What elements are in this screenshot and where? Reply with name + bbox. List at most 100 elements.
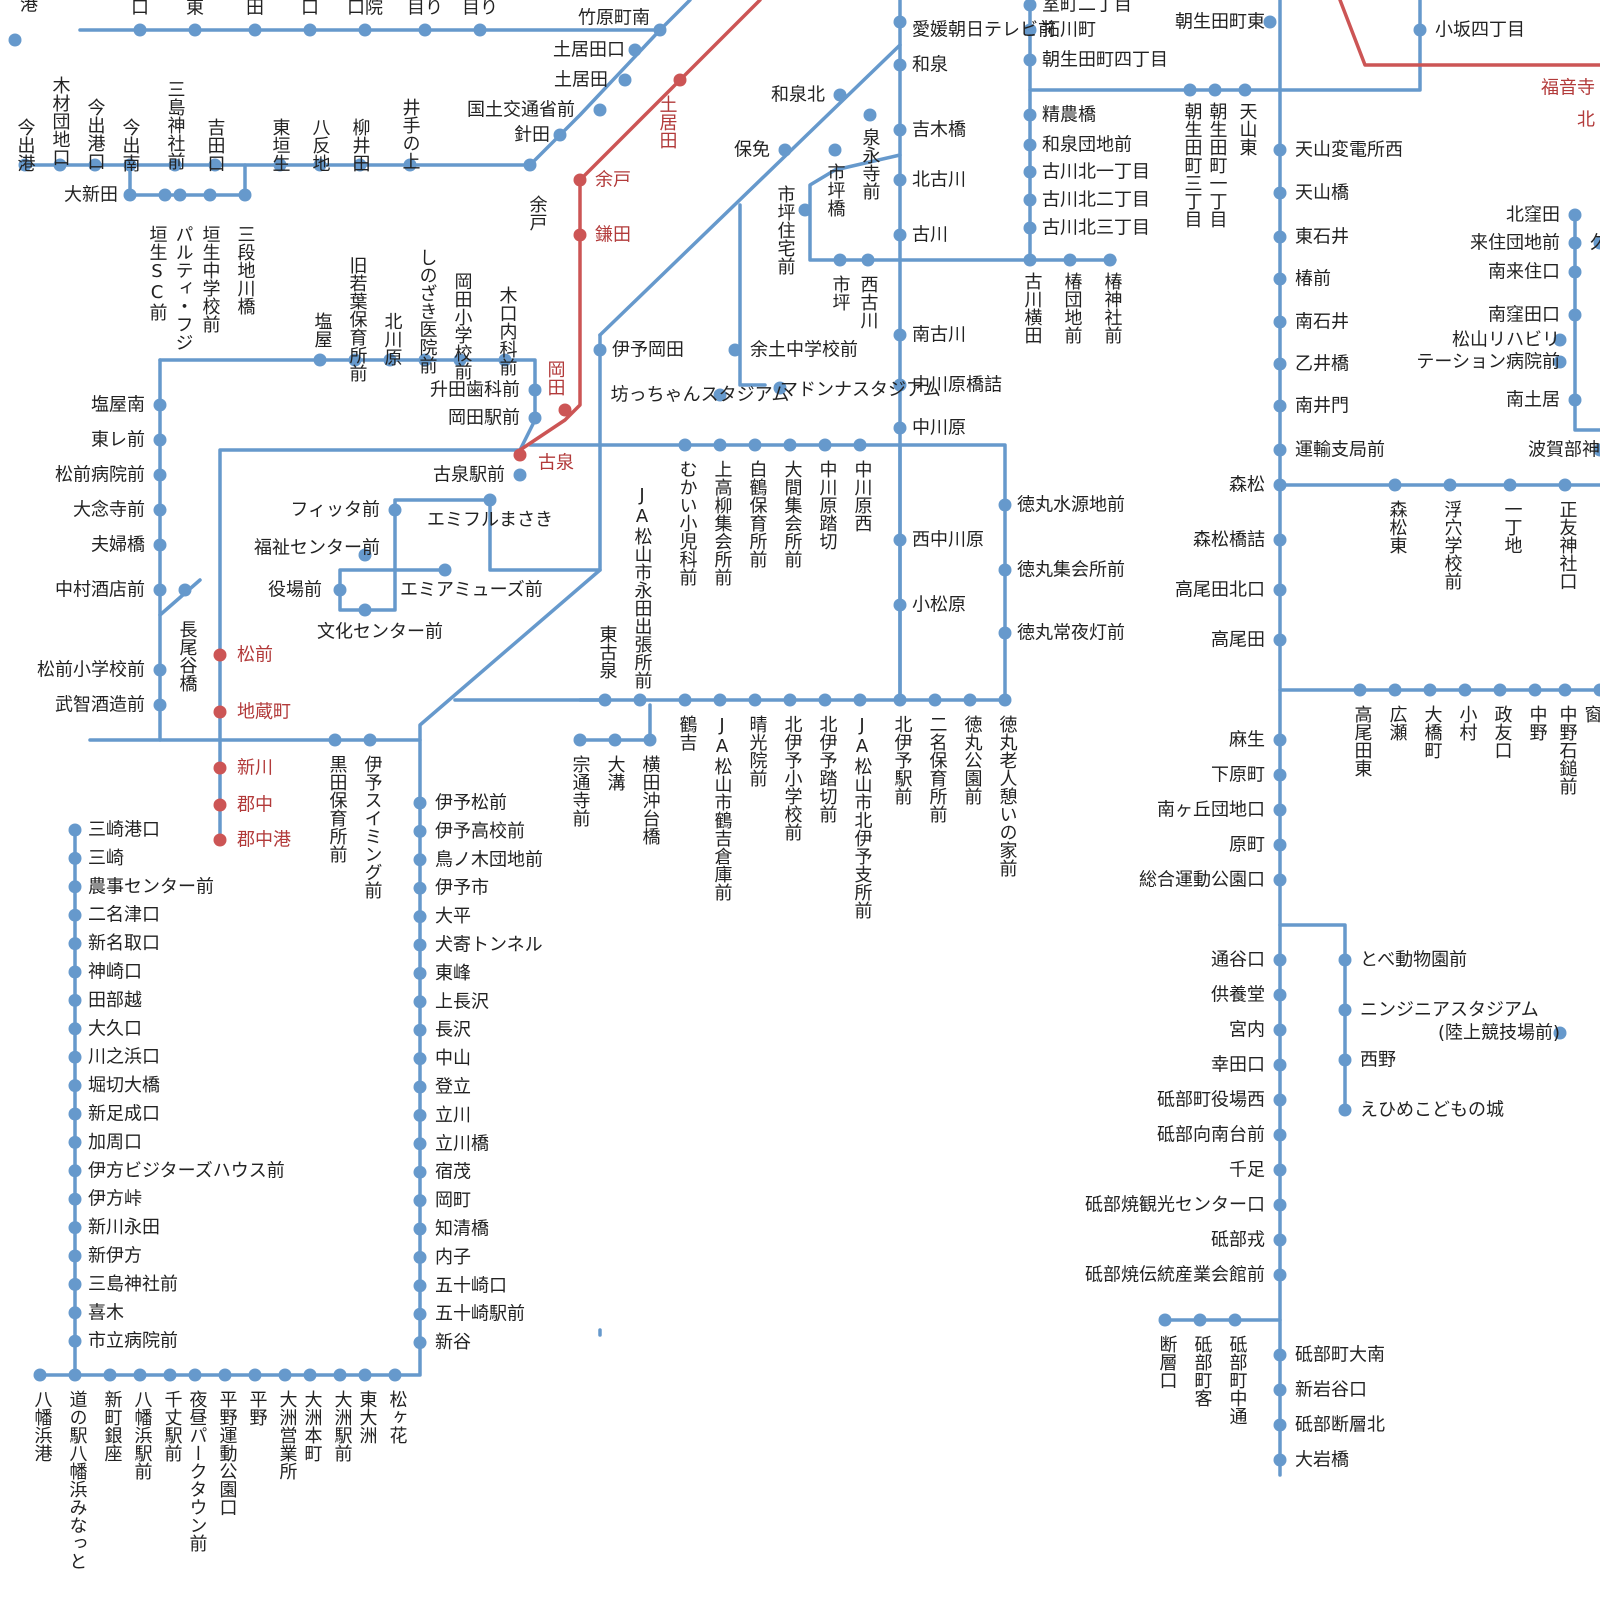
bus-stop-dot: [1338, 1003, 1352, 1017]
bus-route-line: [598, 43, 902, 337]
bus-stop-label: 大念寺前: [73, 499, 145, 521]
bus-stop-label: フィッタ前: [290, 500, 380, 521]
bus-stop-dot: [1568, 393, 1582, 407]
bus-stop-label: 北伊予踏切前: [817, 715, 838, 823]
bus-stop-label: 神崎口: [88, 962, 142, 983]
bus-stop-dot: [1273, 1418, 1287, 1432]
bus-stop-label: 井手の上: [400, 98, 421, 170]
bus-stop-dot: [303, 1368, 317, 1382]
bus-stop-label: 正友神社口: [1557, 500, 1578, 590]
bus-stop-label: 岡町: [435, 1190, 471, 1211]
bus-stop-label: 麻生: [1229, 730, 1265, 751]
bus-route-line: [418, 568, 602, 742]
bus-stop-label: 大間集会所前: [782, 460, 803, 568]
bus-stop-dot: [418, 23, 432, 37]
bus-stop-dot: [798, 203, 812, 217]
bus-stop-dot: [1023, 221, 1037, 235]
bus-stop-label: 五十崎口: [435, 1275, 507, 1296]
bus-stop-label: 精農橋: [1042, 105, 1096, 126]
bus-stop-dot: [893, 58, 907, 72]
bus-stop-label: 原町: [1229, 835, 1265, 856]
bus-stop-dot: [963, 693, 977, 707]
bus-stop-dot: [513, 468, 527, 482]
bus-stop-dot: [68, 1221, 82, 1235]
bus-stop-dot: [678, 693, 692, 707]
bus-stop-label: 今出南: [120, 118, 141, 172]
bus-stop-dot: [1158, 1313, 1172, 1327]
bus-stop-dot: [1208, 83, 1222, 97]
bus-stop-label: 鶴吉: [677, 715, 698, 751]
bus-stop-label: 朝生田町東: [1175, 12, 1265, 33]
bus-stop-label: 東峰: [435, 963, 471, 984]
bus-stop-label: 垣生SC前: [147, 225, 168, 321]
bus-stop-dot: [68, 1164, 82, 1178]
bus-stop-label: 大洲本町: [302, 1390, 323, 1462]
bus-stop-dot: [438, 563, 452, 577]
bus-stop-dot: [1273, 873, 1287, 887]
bus-stop-label: 田: [246, 0, 264, 19]
bus-stop-dot: [1273, 1128, 1287, 1142]
bus-stop-dot: [123, 158, 137, 172]
bus-stop-label: 三崎港口: [88, 820, 160, 841]
bus-stop-label: 上高柳集会所前: [712, 460, 733, 586]
bus-stop-dot: [893, 533, 907, 547]
bus-stop-dot: [153, 398, 167, 412]
bus-stop-dot: [1443, 478, 1457, 492]
bus-stop-dot: [893, 228, 907, 242]
bus-stop-dot: [1063, 253, 1077, 267]
bus-stop-dot: [1273, 1383, 1287, 1397]
bus-route-line: [338, 333, 602, 612]
bus-stop-dot: [1273, 953, 1287, 967]
bus-stop-dot: [1273, 1453, 1287, 1467]
bus-stop-label: 新伊方: [88, 1246, 142, 1267]
bus-stop-label: 大岩橋: [1295, 1450, 1349, 1471]
bus-stop-label: テーション病院前: [1416, 352, 1560, 373]
bus-stop-label: 加周口: [88, 1132, 142, 1153]
bus-stop-dot: [248, 1368, 262, 1382]
bus-stop-dot: [358, 23, 372, 37]
bus-stop-label: 八幡浜港: [32, 1390, 53, 1462]
bus-stop-dot: [153, 538, 167, 552]
bus-stop-label: 北窪田: [1506, 205, 1560, 226]
bus-stop-label: 古川北一丁目: [1042, 162, 1150, 183]
bus-stop-dot: [893, 598, 907, 612]
bus-stop-label: 文化センター前: [317, 622, 443, 643]
rail-station-dot: [213, 798, 227, 812]
bus-stop-label: 上長沢: [435, 991, 489, 1012]
bus-stop-dot: [68, 937, 82, 951]
bus-stop-label: 柳井田: [350, 118, 371, 172]
bus-stop-label: 東レ前: [91, 430, 145, 451]
bus-stop-dot: [413, 966, 427, 980]
bus-stop-dot: [618, 73, 632, 87]
bus-stop-label: 長沢: [435, 1020, 471, 1041]
bus-stop-label: 喜木: [88, 1302, 124, 1323]
bus-stop-dot: [1273, 583, 1287, 597]
bus-stop-dot: [748, 438, 762, 452]
bus-stop-dot: [998, 626, 1012, 640]
bus-stop-label: 市立病院前: [88, 1331, 178, 1352]
bus-stop-dot: [608, 733, 622, 747]
bus-stop-label: 二名津口: [88, 905, 160, 926]
bus-stop-dot: [68, 823, 82, 837]
bus-stop-label: 砥部町客: [1192, 1335, 1213, 1407]
bus-stop-label: 砥部焼伝統産業会館前: [1085, 1265, 1265, 1286]
bus-stop-dot: [68, 965, 82, 979]
bus-stop-dot: [418, 353, 432, 367]
rail-line-label: 福音寺: [1541, 78, 1595, 99]
rail-route-line: [518, 0, 762, 452]
bus-stop-dot: [68, 851, 82, 865]
bus-stop-dot: [1273, 478, 1287, 492]
bus-stop-label: 古川北二丁目: [1042, 190, 1150, 211]
bus-stop-label: JA松山市北伊予支所前: [852, 715, 873, 919]
bus-stop-dot: [133, 23, 147, 37]
bus-stop-label: 堀切大橋: [88, 1075, 160, 1096]
bus-stop-label: 西中川原: [912, 530, 984, 551]
bus-stop-label: 久: [1590, 233, 1600, 254]
bus-stop-label: 千丈駅前: [162, 1390, 183, 1462]
bus-stop-dot: [1413, 23, 1427, 37]
rail-station-label: 郡中港: [237, 830, 291, 851]
bus-stop-label: 椿団地前: [1062, 272, 1083, 344]
bus-stop-label: 岡田駅前: [448, 408, 520, 429]
bus-stop-label: 砥部焼観光センター口: [1085, 1195, 1265, 1216]
